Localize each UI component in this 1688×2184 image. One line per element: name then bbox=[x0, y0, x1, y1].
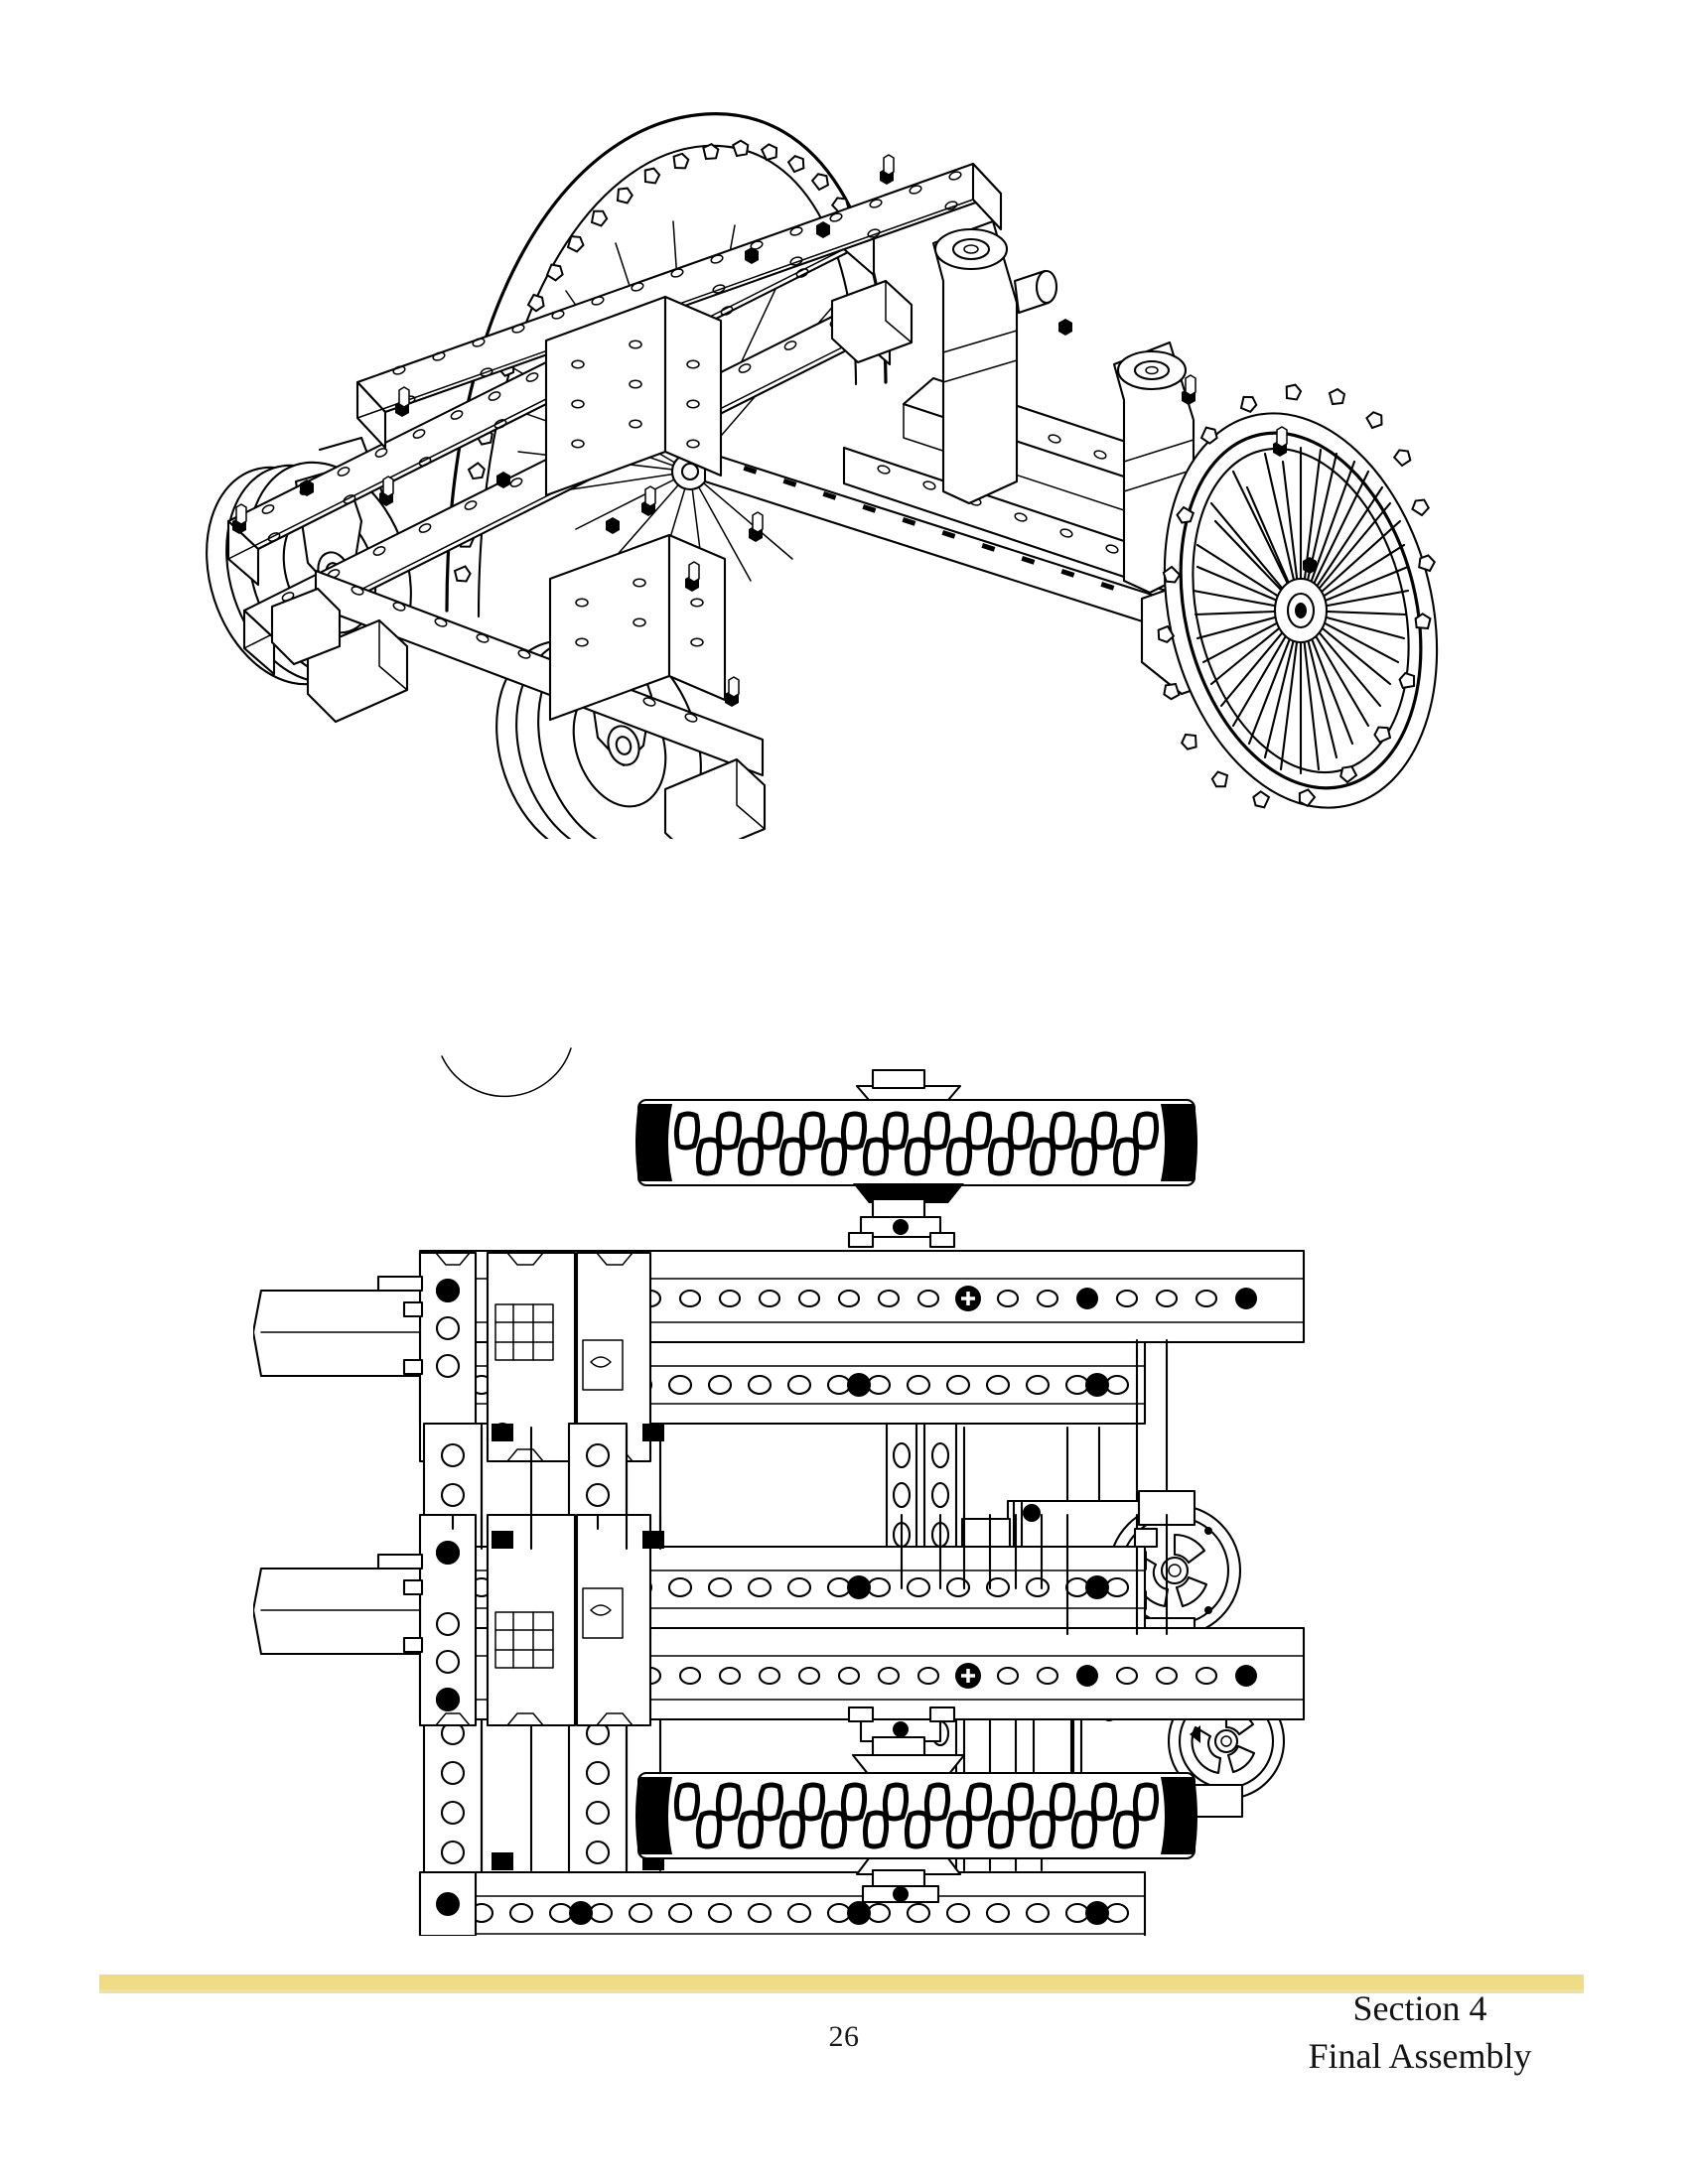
phillips-screw-head bbox=[955, 1663, 981, 1689]
footer-rule-bar bbox=[99, 1975, 1584, 1989]
hex-bolts-and-nuts bbox=[232, 154, 1317, 707]
left-end-bracket-bottom-2 bbox=[418, 1513, 478, 1727]
rear-rail-beam-inner bbox=[418, 1870, 1147, 1936]
footer-rule bbox=[99, 1975, 1584, 1993]
section-footer-line-2: Final Assembly bbox=[1308, 2035, 1532, 2076]
top-drive-tire bbox=[635, 1068, 1197, 1249]
chassis-front-cross-rail bbox=[355, 162, 1003, 450]
section-footer: Section 4 Final Assembly bbox=[1251, 1985, 1589, 2080]
left-inner-bracket-bottom bbox=[486, 1513, 577, 1727]
left-end-bracket-bottom bbox=[418, 1870, 478, 1936]
footer-rule-shadow bbox=[99, 1989, 1584, 1993]
plan-view-lower-figure bbox=[253, 1439, 1405, 1956]
center-support-plate bbox=[544, 295, 723, 497]
corner-gusset-brackets bbox=[270, 279, 914, 839]
phillips-screw-head bbox=[955, 1286, 981, 1311]
lower-beam-bolts bbox=[492, 1527, 1159, 1549]
plan-drawing-root bbox=[253, 1047, 1306, 1936]
plan-view-assembly-drawing bbox=[253, 1047, 1306, 1936]
isometric-assembly-figure bbox=[149, 55, 1589, 839]
bottom-axle-collar bbox=[847, 1706, 966, 1777]
left-axle-stub-bottom bbox=[253, 1553, 424, 1656]
iso-drawing-root bbox=[206, 112, 1439, 839]
bottom-drive-tire bbox=[635, 1771, 1197, 1904]
rear-right-drive-wheel bbox=[1155, 381, 1439, 812]
plan-view-assembly-figure bbox=[253, 1042, 1405, 1936]
page-number: 26 bbox=[828, 2020, 860, 2053]
bottom-center-connector bbox=[575, 1513, 652, 1727]
plan-view-lower-drawing bbox=[253, 1513, 1306, 1904]
center-support-plate-2 bbox=[548, 533, 727, 722]
isometric-assembly-drawing bbox=[206, 112, 1439, 839]
left-axle-stub-top bbox=[253, 1275, 424, 1378]
pneumatic-cylinder-left bbox=[931, 219, 1058, 505]
section-footer-line-1: Section 4 bbox=[1352, 1988, 1487, 2028]
